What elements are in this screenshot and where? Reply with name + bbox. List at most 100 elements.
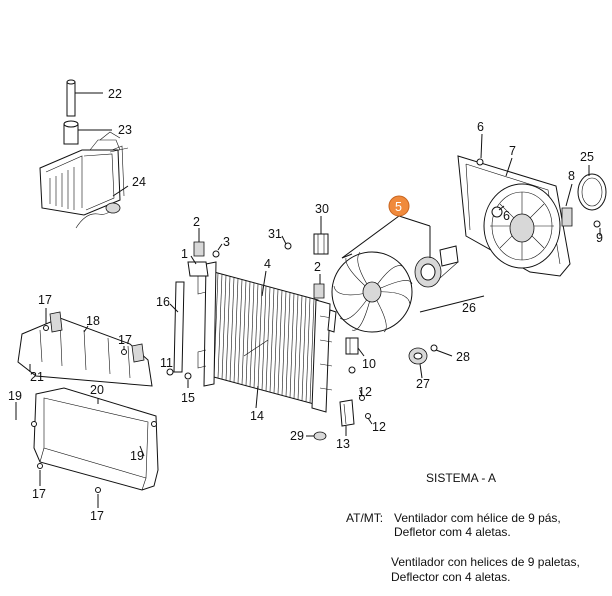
radiator-fin (241, 280, 247, 385)
radiator-fin (217, 274, 223, 379)
callout-17-lower-left: 17 (32, 487, 46, 501)
callout-7: 7 (509, 144, 516, 158)
callout-9: 9 (596, 231, 603, 245)
part-9-screw (593, 220, 601, 228)
part-30-bracket (313, 233, 329, 255)
system-label: SISTEMA - A (426, 471, 497, 485)
radiator-fin (277, 290, 283, 395)
radiator-fin (253, 283, 259, 388)
part-25-ring (577, 173, 607, 211)
callout-4: 4 (264, 257, 271, 271)
radiator-fin (273, 289, 279, 394)
callout-22: 22 (108, 87, 122, 101)
reservoir-assembly (39, 79, 129, 229)
part-29-bushing (313, 431, 327, 441)
part-28-screw (430, 344, 438, 352)
radiator-fin (225, 276, 231, 381)
callout-20: 20 (90, 383, 104, 397)
part-22-rod (66, 81, 76, 117)
callout-10: 10 (362, 357, 376, 371)
part-13-bracket (339, 399, 355, 427)
callout-17-top: 17 (38, 293, 52, 307)
fan-assembly (331, 245, 459, 333)
callout-31: 31 (268, 227, 282, 241)
radiator (197, 261, 337, 413)
callout-11-left: 11 (160, 356, 173, 370)
callout-1: 1 (181, 247, 188, 261)
radiator-fin (237, 279, 243, 384)
upper-brackets (187, 233, 329, 299)
fan-hub (362, 281, 382, 303)
radiator-fin (309, 298, 315, 403)
callout-23: 23 (118, 123, 132, 137)
radiator-fin (297, 295, 303, 400)
part-6-screw-top (476, 158, 484, 166)
callout-29: 29 (290, 429, 304, 443)
callout-19-left: 19 (8, 389, 22, 403)
callout-16: 16 (156, 295, 170, 309)
callout-13: 13 (336, 437, 350, 451)
callout-28: 28 (456, 350, 470, 364)
callout-12-upper: 12 (358, 385, 372, 399)
part-11-clip-left (166, 368, 174, 376)
part-1-bracket (187, 261, 209, 277)
legend-line-4: Deflector con 4 aletas. (391, 570, 511, 584)
part-31-screw (284, 242, 292, 250)
radiator-fin (221, 275, 227, 380)
radiator-fin (269, 288, 275, 393)
legend-line-3: Ventilador con helices de 9 paletas, (391, 555, 580, 569)
radiator-fin (249, 282, 255, 387)
radiator-fin (265, 287, 271, 392)
part-20-lower-deflector (33, 387, 159, 491)
part-10-bracket (345, 337, 359, 355)
callout-2-right: 2 (314, 260, 321, 274)
radiator-fin (233, 278, 239, 383)
radiator-fin (293, 294, 299, 399)
radiator-fin (305, 297, 311, 402)
callout-17-mid: 17 (118, 333, 132, 347)
part-15-screw (184, 372, 192, 380)
fan-shroud-assembly (457, 155, 607, 277)
callout-19-right: 19 (130, 449, 144, 463)
callout-14: 14 (250, 409, 264, 423)
radiator-fin (261, 285, 267, 391)
callout-21: 21 (30, 370, 44, 384)
radiator-fin (285, 292, 291, 397)
callout-12-lower: 12 (372, 420, 386, 434)
callout-17-bottom: 17 (90, 509, 104, 523)
right-hardware (313, 337, 438, 441)
highlight-circle-5 (388, 195, 410, 217)
part-2-bushing-right (313, 283, 325, 299)
callout-2-left: 2 (193, 215, 200, 229)
radiator-left-tank (203, 261, 217, 387)
radiator-fin (257, 284, 263, 389)
part-3-screw (212, 250, 220, 258)
radiator-fin (229, 277, 235, 382)
callout-25: 25 (580, 150, 594, 164)
callout-24: 24 (132, 175, 146, 189)
radiator-fin (289, 293, 295, 398)
callout-6-mid: 6 (503, 209, 510, 223)
legend-line-2: Defletor com 4 aletas. (394, 525, 511, 539)
callout-26: 26 (462, 301, 476, 315)
callout-18: 18 (86, 314, 100, 328)
callout-3: 3 (223, 235, 230, 249)
shroud-motor (509, 213, 535, 243)
callout-15: 15 (181, 391, 195, 405)
radiator-fin (301, 296, 307, 401)
air-deflector (17, 311, 159, 493)
reservoir-housing (39, 149, 121, 216)
part-2-bushing-left (193, 241, 205, 257)
callout-30: 30 (315, 202, 329, 216)
legend-line-1: Ventilador com hélice de 9 pás, (394, 511, 561, 525)
radiator-right-tank (311, 299, 331, 413)
callout-5: 5 (395, 200, 402, 214)
part-24-nut (105, 202, 121, 214)
callout-6-top: 6 (477, 120, 484, 134)
radiator-fin (281, 291, 287, 396)
callout-27: 27 (416, 377, 430, 391)
variant-code: AT/MT: (346, 511, 384, 525)
part-16-seal (173, 281, 185, 373)
